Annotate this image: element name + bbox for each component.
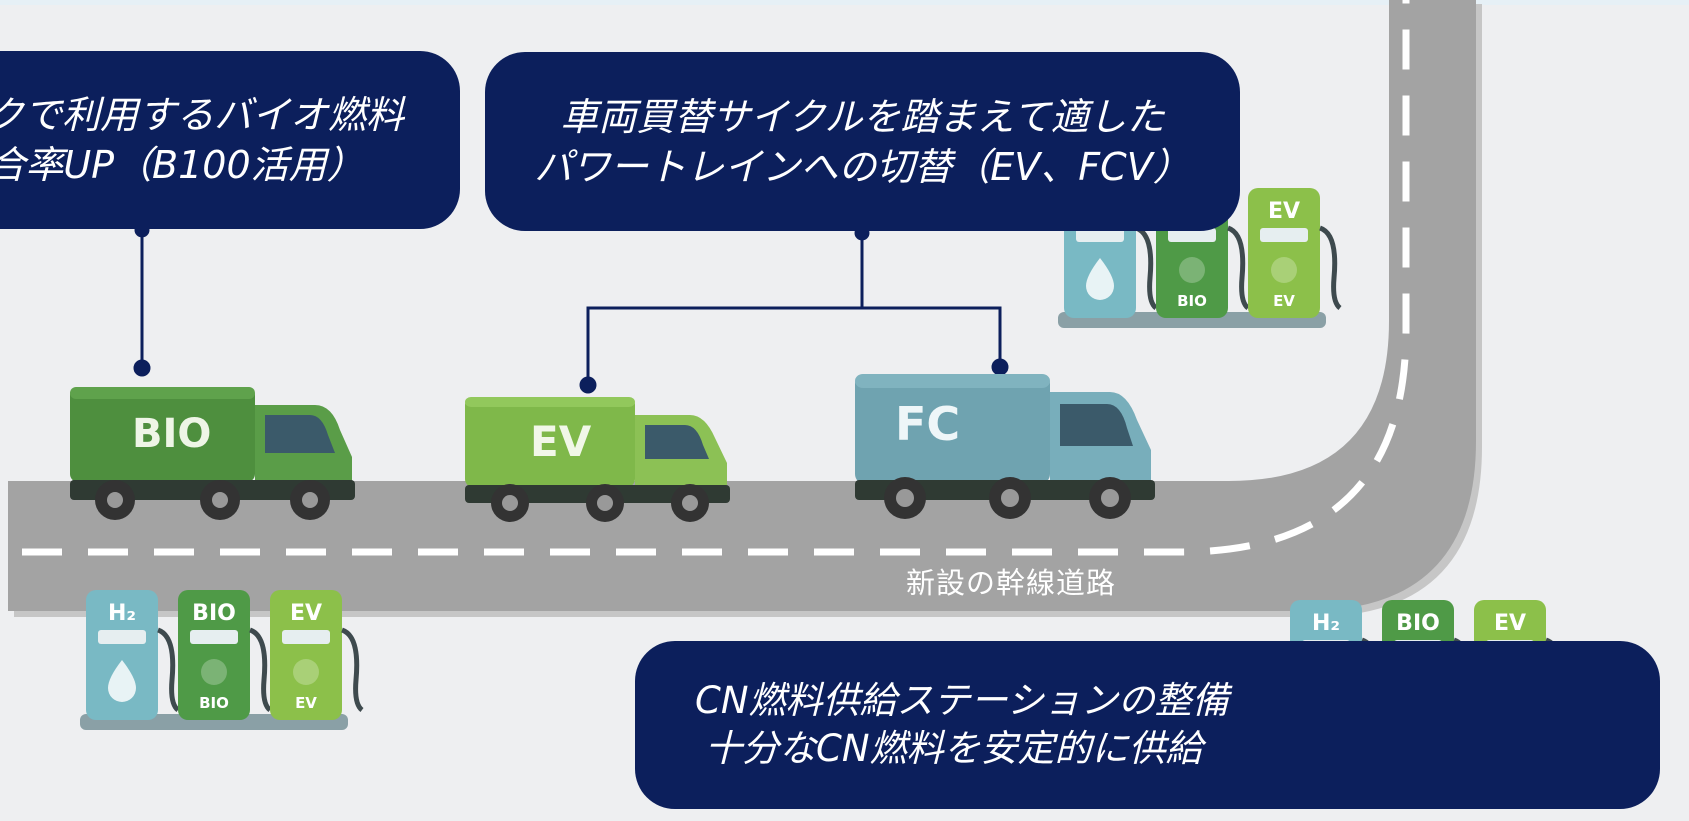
- pump-sub-label: EV: [295, 694, 317, 712]
- callout-bio-fuel: ックで利用するバイオ燃料 合率UP（B100活用）: [0, 51, 460, 229]
- callout-station-line2: 十分なCN燃料を安定的に供給: [705, 727, 1203, 770]
- pump-body: [270, 590, 342, 720]
- pump-body: [1248, 188, 1320, 318]
- pump-hose: [1318, 225, 1342, 310]
- pump-label: H₂: [108, 601, 136, 626]
- truck-fc-label: FC: [895, 397, 960, 451]
- leaf-icon: [1179, 257, 1205, 283]
- connector-bio: [133, 222, 151, 377]
- pump-sub-label: BIO: [199, 694, 229, 712]
- pump-label: BIO: [192, 601, 236, 626]
- leaf-icon: [201, 659, 227, 685]
- pump-hose: [1226, 225, 1250, 310]
- pump-body: [86, 590, 158, 720]
- pump-screen: [282, 630, 330, 644]
- pump-screen: [190, 630, 238, 644]
- callout-powertrain: 車両買替サイクルを踏まえて適した パワートレインへの切替（EV、FCV）: [485, 52, 1240, 231]
- pump-label: EV: [290, 601, 322, 626]
- connector-powertrain: [579, 225, 1009, 394]
- pump-h2: H₂: [86, 590, 180, 720]
- callout-bio-fuel-line1: ックで利用するバイオ燃料: [0, 93, 404, 137]
- callout-station: CN燃料供給ステーションの整備 十分なCN燃料を安定的に供給: [635, 641, 1660, 809]
- pump-sub-label: BIO: [1177, 292, 1207, 310]
- water-drop-icon: [108, 660, 136, 702]
- pump-screen: [1260, 228, 1308, 242]
- truck-ev-label: EV: [530, 417, 592, 466]
- callout-bio-fuel-line2: 合率UP（B100活用）: [0, 143, 365, 187]
- truck-ev: EV: [465, 397, 730, 522]
- pump-label: BIO: [1396, 611, 1440, 636]
- pump-bio: BIO BIO: [178, 590, 272, 720]
- pump-ev: EV EV: [1248, 188, 1342, 318]
- pump-hose: [248, 627, 272, 712]
- top-band: [0, 0, 1689, 5]
- callout-powertrain-line1: 車両買替サイクルを踏まえて適した: [560, 94, 1165, 139]
- pump-ev: EV EV: [270, 590, 364, 720]
- pump-label: EV: [1494, 611, 1526, 636]
- pump-hose: [156, 627, 180, 712]
- callout-powertrain-line2: パワートレインへの切替（EV、FCV）: [534, 144, 1191, 189]
- pump-screen: [1168, 228, 1216, 242]
- pump-label: EV: [1268, 199, 1300, 224]
- bolt-icon: [293, 659, 319, 685]
- pump-sub-label: EV: [1273, 292, 1295, 310]
- truck-bio: BIO: [70, 387, 355, 520]
- pump-screen: [1076, 228, 1124, 242]
- truck-fc: FC: [855, 374, 1155, 519]
- water-drop-icon: [1086, 258, 1114, 300]
- pump-screen: [98, 630, 146, 644]
- pump-body: [178, 590, 250, 720]
- pump-hose: [340, 627, 364, 712]
- road-centre-line: [22, 0, 1410, 556]
- pump-group-bottom-left: H₂ BIO BIO EV EV: [80, 590, 364, 730]
- road-label: 新設の幹線道路: [906, 566, 1117, 600]
- callout-station-line1: CN燃料供給ステーションの整備: [695, 679, 1229, 722]
- pump-hose: [1134, 225, 1158, 310]
- truck-bio-label: BIO: [132, 411, 211, 457]
- pump-label: H₂: [1312, 611, 1340, 636]
- bolt-icon: [1271, 257, 1297, 283]
